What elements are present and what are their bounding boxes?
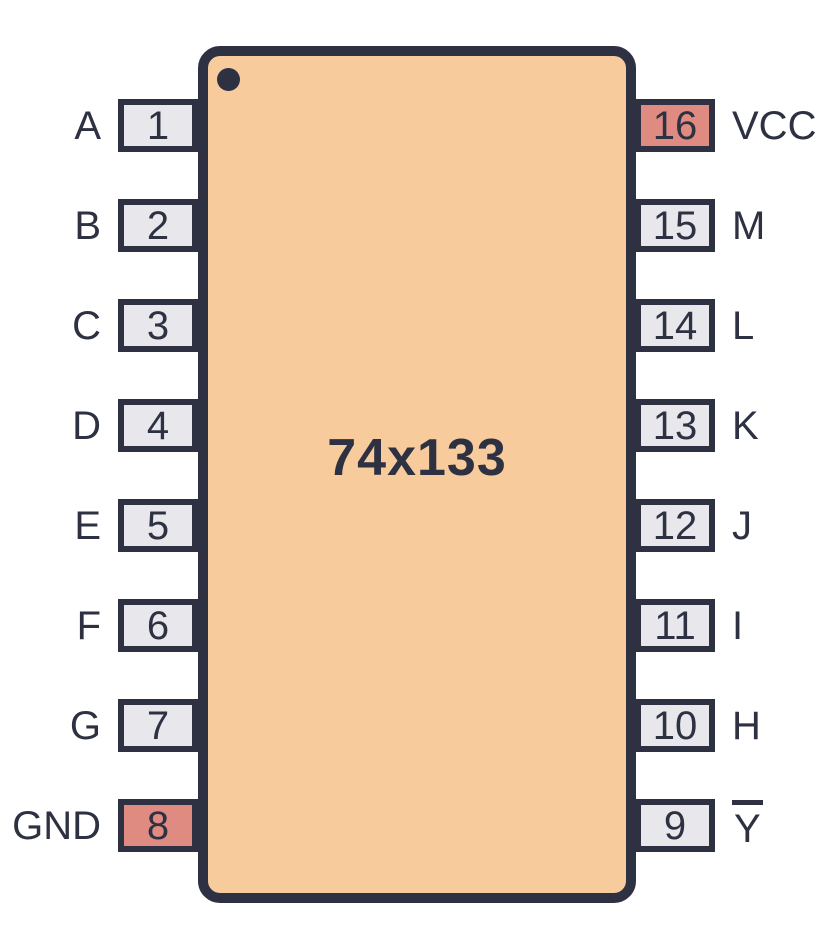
- pin-label: M: [732, 203, 766, 248]
- pin-label: GND: [12, 803, 101, 848]
- pin-number-box: 14: [635, 299, 715, 352]
- chip-body: [198, 46, 636, 903]
- pin-row-10: 10 H: [635, 699, 832, 752]
- pin-label: K: [732, 403, 759, 448]
- pin-label: F: [76, 603, 101, 648]
- pin-number-box: 7: [118, 699, 198, 752]
- left-pin-column: A 1 B 2 C 3 D 4 E 5 F 6 G 7 GND 8: [0, 99, 198, 852]
- pin-number-box: 6: [118, 599, 198, 652]
- pin-number-box: 8: [118, 799, 198, 852]
- pin-number-box: 2: [118, 199, 198, 252]
- pin-row-11: 11 I: [635, 599, 832, 652]
- pin-label: VCC: [732, 103, 817, 148]
- pin-row-4: D 4: [0, 399, 198, 452]
- pin-number-box: 4: [118, 399, 198, 452]
- pin-label: E: [74, 503, 101, 548]
- pin-label: D: [72, 403, 101, 448]
- pin-label: I: [732, 603, 744, 648]
- pin-number-box: 12: [635, 499, 715, 552]
- pin-number-box: 9: [635, 799, 715, 852]
- pin-number-box: 16: [635, 99, 715, 152]
- chip-title: 74x133: [327, 429, 507, 487]
- pin-number-box: 5: [118, 499, 198, 552]
- pin-label: B: [74, 203, 101, 248]
- pin-number-box: 13: [635, 399, 715, 452]
- pin-label: C: [72, 303, 101, 348]
- pin-label: Y: [732, 800, 763, 851]
- pin-row-9: 9 Y: [635, 799, 832, 852]
- pin-row-7: G 7: [0, 699, 198, 752]
- pin-row-16: 16 VCC: [635, 99, 832, 152]
- pin-row-12: 12 J: [635, 499, 832, 552]
- pin-row-2: B 2: [0, 199, 198, 252]
- pin-row-1: A 1: [0, 99, 198, 152]
- pin-number-box: 1: [118, 99, 198, 152]
- pin-label: H: [732, 703, 761, 748]
- pin-label: A: [74, 103, 101, 148]
- pin-number-box: 10: [635, 699, 715, 752]
- pin-number-box: 11: [635, 599, 715, 652]
- pin-label: G: [69, 703, 101, 748]
- pin-row-13: 13 K: [635, 399, 832, 452]
- pin-row-6: F 6: [0, 599, 198, 652]
- pin-row-14: 14 L: [635, 299, 832, 352]
- pin-row-8: GND 8: [0, 799, 198, 852]
- pin1-indicator-dot: [217, 68, 240, 91]
- pin-label: J: [732, 503, 752, 548]
- pin-label: L: [732, 303, 755, 348]
- pin-number-box: 3: [118, 299, 198, 352]
- pin-row-5: E 5: [0, 499, 198, 552]
- pin-row-3: C 3: [0, 299, 198, 352]
- pin-row-15: 15 M: [635, 199, 832, 252]
- pin-number-box: 15: [635, 199, 715, 252]
- right-pin-column: 16 VCC 15 M 14 L 13 K 12 J 11 I 10 H 9 Y: [635, 99, 832, 852]
